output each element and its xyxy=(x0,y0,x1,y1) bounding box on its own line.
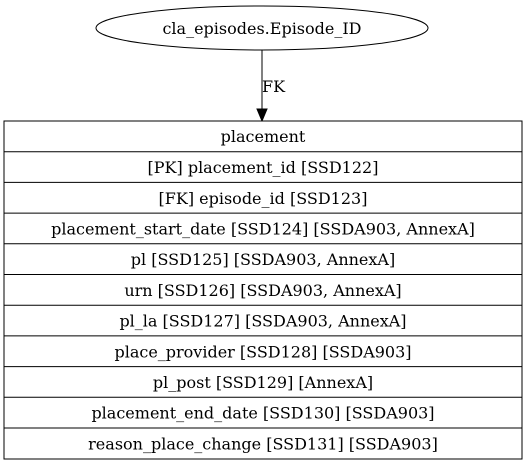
placement-table: placement [PK] placement_id [SSD122] [FK]… xyxy=(3,120,523,460)
table-field-row: pl_la [SSD127] [SSDA903, AnnexA] xyxy=(119,312,406,331)
source-node-label: cla_episodes.Episode_ID xyxy=(162,19,361,38)
table-field-row: placement_end_date [SSD130] [SSDA903] xyxy=(91,404,434,423)
table-field-row: placement_start_date [SSD124] [SSDA903, … xyxy=(51,219,475,238)
table-field-row: [FK] episode_id [SSD123] xyxy=(159,189,368,208)
table-field-row: pl [SSD125] [SSDA903, AnnexA] xyxy=(131,250,395,269)
fk-edge-arrowhead xyxy=(256,108,268,123)
table-field-row: [PK] placement_id [SSD122] xyxy=(148,158,379,177)
table-field-row: pl_post [SSD129] [AnnexA] xyxy=(153,373,373,392)
table-field-row: reason_place_change [SSD131] [SSDA903] xyxy=(88,434,438,453)
table-field-row: place_provider [SSD128] [SSDA903] xyxy=(114,342,411,361)
table-field-row: urn [SSD126] [SSDA903, AnnexA] xyxy=(124,281,401,300)
table-outline xyxy=(3,120,523,460)
table-title: placement xyxy=(221,127,306,146)
fk-edge: FK xyxy=(256,50,286,123)
fk-edge-label: FK xyxy=(262,77,286,96)
source-node: cla_episodes.Episode_ID xyxy=(95,5,429,51)
